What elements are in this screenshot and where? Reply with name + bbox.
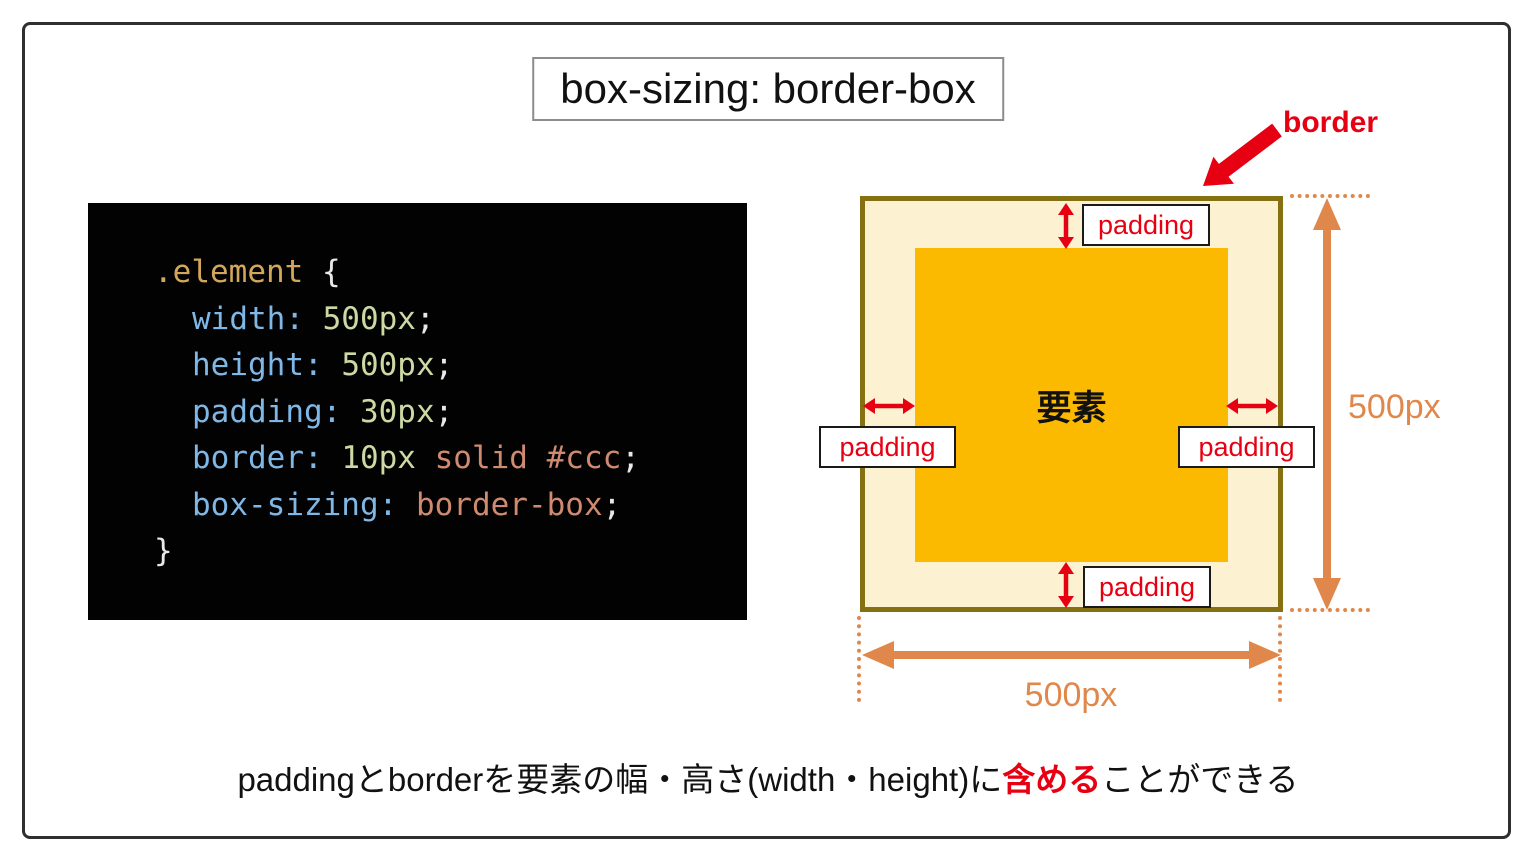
caption-text-2: ことができる: [1101, 761, 1299, 798]
dotted-guide-right: [1278, 616, 1282, 702]
caption-highlight: 含める: [1002, 761, 1102, 798]
height-dimension-label: 500px: [1348, 388, 1441, 426]
caption-text-1: paddingとborderを要素の幅・高さ(width・height)に: [237, 761, 1003, 798]
width-dimension-arrow-icon: [862, 641, 1281, 669]
height-dimension-arrow-icon: [1313, 198, 1341, 610]
page-title: box-sizing: border-box: [560, 65, 976, 112]
border-label: border: [1283, 106, 1379, 139]
padding-label-left: padding: [819, 426, 956, 468]
code-line: border: 10px solid #ccc;: [192, 440, 640, 476]
code-line: .element {: [154, 254, 341, 290]
title-box: box-sizing: border-box: [532, 57, 1004, 121]
content-label: 要素: [1036, 388, 1107, 428]
code-line: box-sizing: border-box;: [192, 486, 622, 523]
padding-label-bottom: padding: [1083, 566, 1211, 608]
padding-arrow-left-icon: [863, 398, 915, 414]
padding-arrow-bottom-icon: [1058, 562, 1074, 608]
padding-arrow-top-icon: [1058, 203, 1074, 249]
caption: paddingとborderを要素の幅・高さ(width・height)に含める…: [0, 753, 1536, 801]
padding-label-right: padding: [1178, 426, 1315, 468]
code-line: }: [154, 533, 173, 569]
content-box: 要素: [915, 248, 1228, 562]
css-code-block: .element { width: 500px; height: 500px; pad…: [88, 203, 747, 620]
dotted-guide-bottom: [1290, 608, 1370, 612]
code-line: padding: 30px;: [192, 393, 454, 430]
slide-frame: [22, 22, 1511, 839]
code-line: height: 500px;: [192, 347, 454, 383]
padding-label-top: padding: [1082, 204, 1210, 246]
border-arrow-icon: [1203, 123, 1282, 186]
dotted-guide-left: [857, 616, 861, 702]
dotted-guide-top: [1290, 194, 1370, 198]
width-dimension-label: 500px: [1024, 676, 1118, 714]
code-lines: .element { width: 500px; height: 500px; pad…: [154, 249, 747, 575]
padding-arrow-right-icon: [1226, 398, 1278, 414]
code-line: width: 500px;: [192, 300, 435, 337]
